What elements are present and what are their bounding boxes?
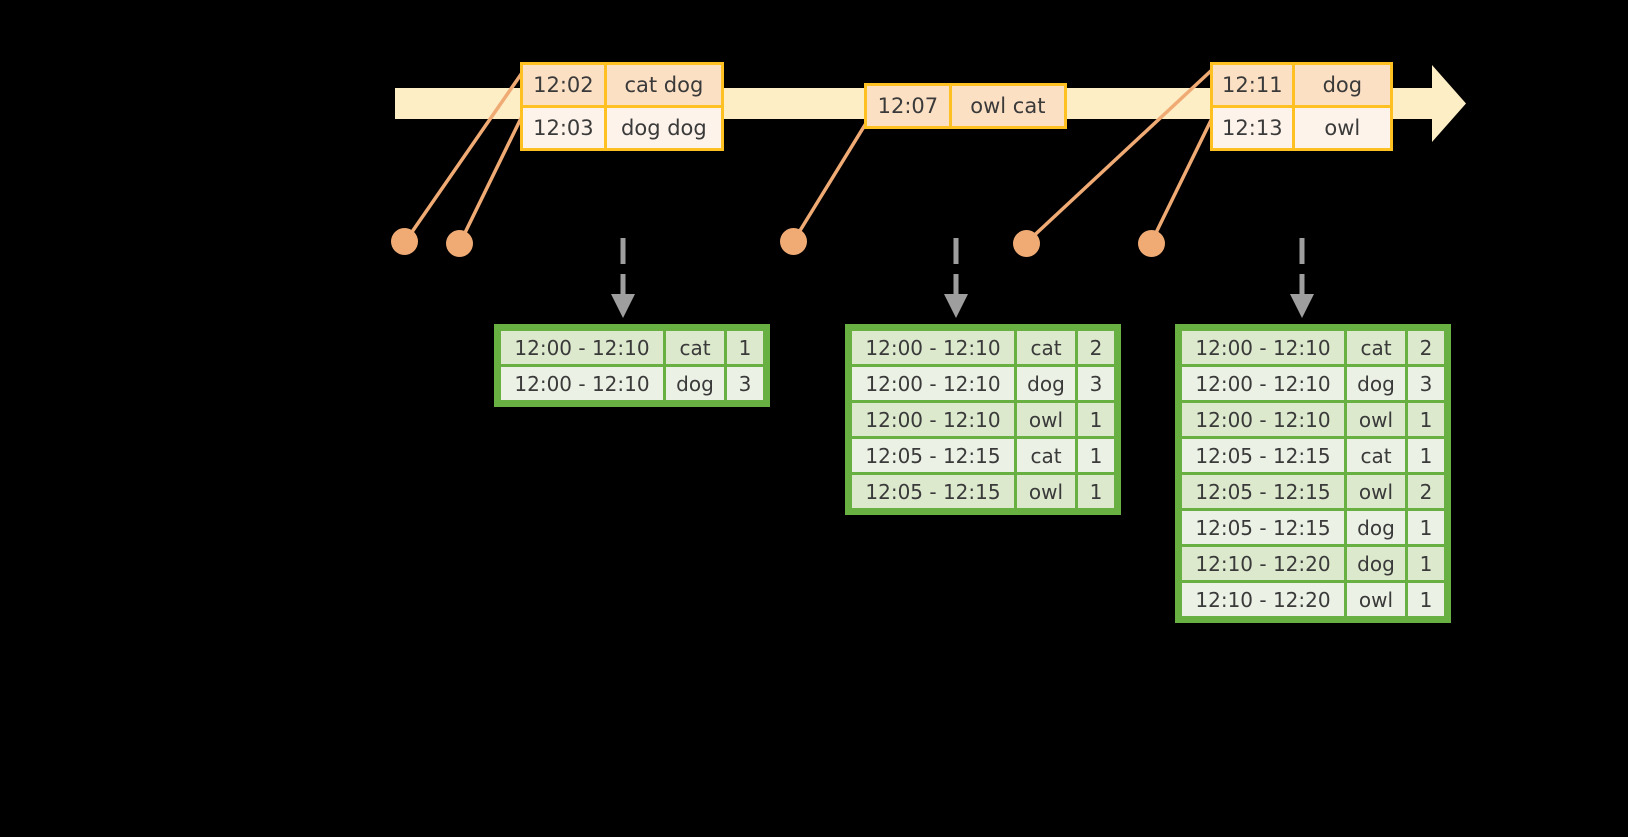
down-arrow-icon-2 (944, 238, 968, 318)
table-row: 12:00 - 12:10 dog 3 (501, 367, 763, 400)
event-words: owl (1324, 116, 1361, 140)
down-arrow-icon-3 (1290, 238, 1314, 318)
table-row: 12:10 - 12:20 dog 1 (1182, 547, 1444, 580)
table-row: 12:05 - 12:15 owl 1 (852, 475, 1114, 508)
cell-word: cat (1017, 331, 1075, 364)
event-dot (391, 228, 418, 255)
cell-word: cat (1347, 331, 1405, 364)
cell-window: 12:05 - 12:15 (1182, 511, 1344, 544)
cell-window: 12:05 - 12:15 (1182, 439, 1344, 472)
event-words: cat dog (624, 73, 704, 97)
cell-count: 1 (1078, 439, 1114, 472)
cell-word: dog (666, 367, 724, 400)
cell-count: 2 (1408, 475, 1444, 508)
table-row: 12:10 - 12:20 owl 1 (1182, 583, 1444, 616)
table-row: 12:00 - 12:10 dog 3 (1182, 367, 1444, 400)
cell-count: 3 (1408, 367, 1444, 400)
event-time: 12:03 (523, 108, 607, 148)
event-row: 12:07 owl cat (867, 86, 1064, 126)
cell-count: 1 (1408, 403, 1444, 436)
table-row: 12:05 - 12:15 cat 1 (852, 439, 1114, 472)
table-row: 12:00 - 12:10 dog 3 (852, 367, 1114, 400)
event-row: 12:03 dog dog (523, 105, 721, 148)
cell-word: owl (1347, 475, 1405, 508)
cell-word: cat (1017, 439, 1075, 472)
cell-window: 12:00 - 12:10 (501, 367, 663, 400)
cell-word: owl (1347, 403, 1405, 436)
cell-count: 1 (1078, 403, 1114, 436)
cell-word: dog (1347, 511, 1405, 544)
cell-count: 3 (727, 367, 763, 400)
cell-count: 1 (1408, 511, 1444, 544)
event-words: dog (1322, 73, 1363, 97)
cell-window: 12:00 - 12:10 (852, 331, 1014, 364)
cell-word: owl (1347, 583, 1405, 616)
table-row: 12:00 - 12:10 cat 2 (1182, 331, 1444, 364)
cell-window: 12:00 - 12:10 (1182, 403, 1344, 436)
event-time: 12:13 (1213, 108, 1295, 148)
table-row: 12:05 - 12:15 cat 1 (1182, 439, 1444, 472)
cell-count: 1 (1078, 475, 1114, 508)
cell-word: dog (1347, 547, 1405, 580)
event-time: 12:02 (523, 65, 607, 105)
result-table-3: 12:00 - 12:10 cat 2 12:00 - 12:10 dog 3 … (1175, 324, 1451, 623)
cell-word: owl (1017, 403, 1075, 436)
cell-window: 12:05 - 12:15 (852, 475, 1014, 508)
cell-window: 12:00 - 12:10 (1182, 331, 1344, 364)
cell-window: 12:05 - 12:15 (1182, 475, 1344, 508)
table-row: 12:00 - 12:10 cat 1 (501, 331, 763, 364)
cell-count: 2 (1078, 331, 1114, 364)
cell-count: 1 (1408, 439, 1444, 472)
cell-window: 12:05 - 12:15 (852, 439, 1014, 472)
table-row: 12:05 - 12:15 dog 1 (1182, 511, 1444, 544)
cell-count: 1 (727, 331, 763, 364)
timeline-arrow-icon (1388, 65, 1466, 142)
cell-count: 3 (1078, 367, 1114, 400)
cell-count: 1 (1408, 547, 1444, 580)
result-table-2: 12:00 - 12:10 cat 2 12:00 - 12:10 dog 3 … (845, 324, 1121, 515)
cell-window: 12:10 - 12:20 (1182, 583, 1344, 616)
table-row: 12:05 - 12:15 owl 2 (1182, 475, 1444, 508)
cell-count: 1 (1408, 583, 1444, 616)
cell-window: 12:10 - 12:20 (1182, 547, 1344, 580)
table-row: 12:00 - 12:10 owl 1 (1182, 403, 1444, 436)
event-time: 12:11 (1213, 65, 1295, 105)
event-row: 12:11 dog (1213, 65, 1390, 105)
event-dot (446, 230, 473, 257)
timeline-event-box-3: 12:11 dog 12:13 owl (1210, 62, 1393, 151)
result-table-1: 12:00 - 12:10 cat 1 12:00 - 12:10 dog 3 (494, 324, 770, 407)
event-dot (1138, 230, 1165, 257)
event-words: dog dog (621, 116, 707, 140)
table-row: 12:00 - 12:10 cat 2 (852, 331, 1114, 364)
event-words: owl cat (970, 94, 1046, 118)
cell-word: cat (666, 331, 724, 364)
event-dot (780, 228, 807, 255)
cell-word: dog (1347, 367, 1405, 400)
cell-window: 12:00 - 12:10 (852, 403, 1014, 436)
cell-count: 2 (1408, 331, 1444, 364)
cell-window: 12:00 - 12:10 (501, 331, 663, 364)
event-row: 12:02 cat dog (523, 65, 721, 105)
table-row: 12:00 - 12:10 owl 1 (852, 403, 1114, 436)
timeline-event-box-1: 12:02 cat dog 12:03 dog dog (520, 62, 724, 151)
down-arrow-icon-1 (611, 238, 635, 318)
cell-word: cat (1347, 439, 1405, 472)
event-dot (1013, 230, 1040, 257)
timeline-event-box-2: 12:07 owl cat (864, 83, 1067, 129)
cell-window: 12:00 - 12:10 (852, 367, 1014, 400)
cell-word: owl (1017, 475, 1075, 508)
event-time: 12:07 (867, 86, 952, 126)
cell-word: dog (1017, 367, 1075, 400)
event-row: 12:13 owl (1213, 105, 1390, 148)
cell-window: 12:00 - 12:10 (1182, 367, 1344, 400)
